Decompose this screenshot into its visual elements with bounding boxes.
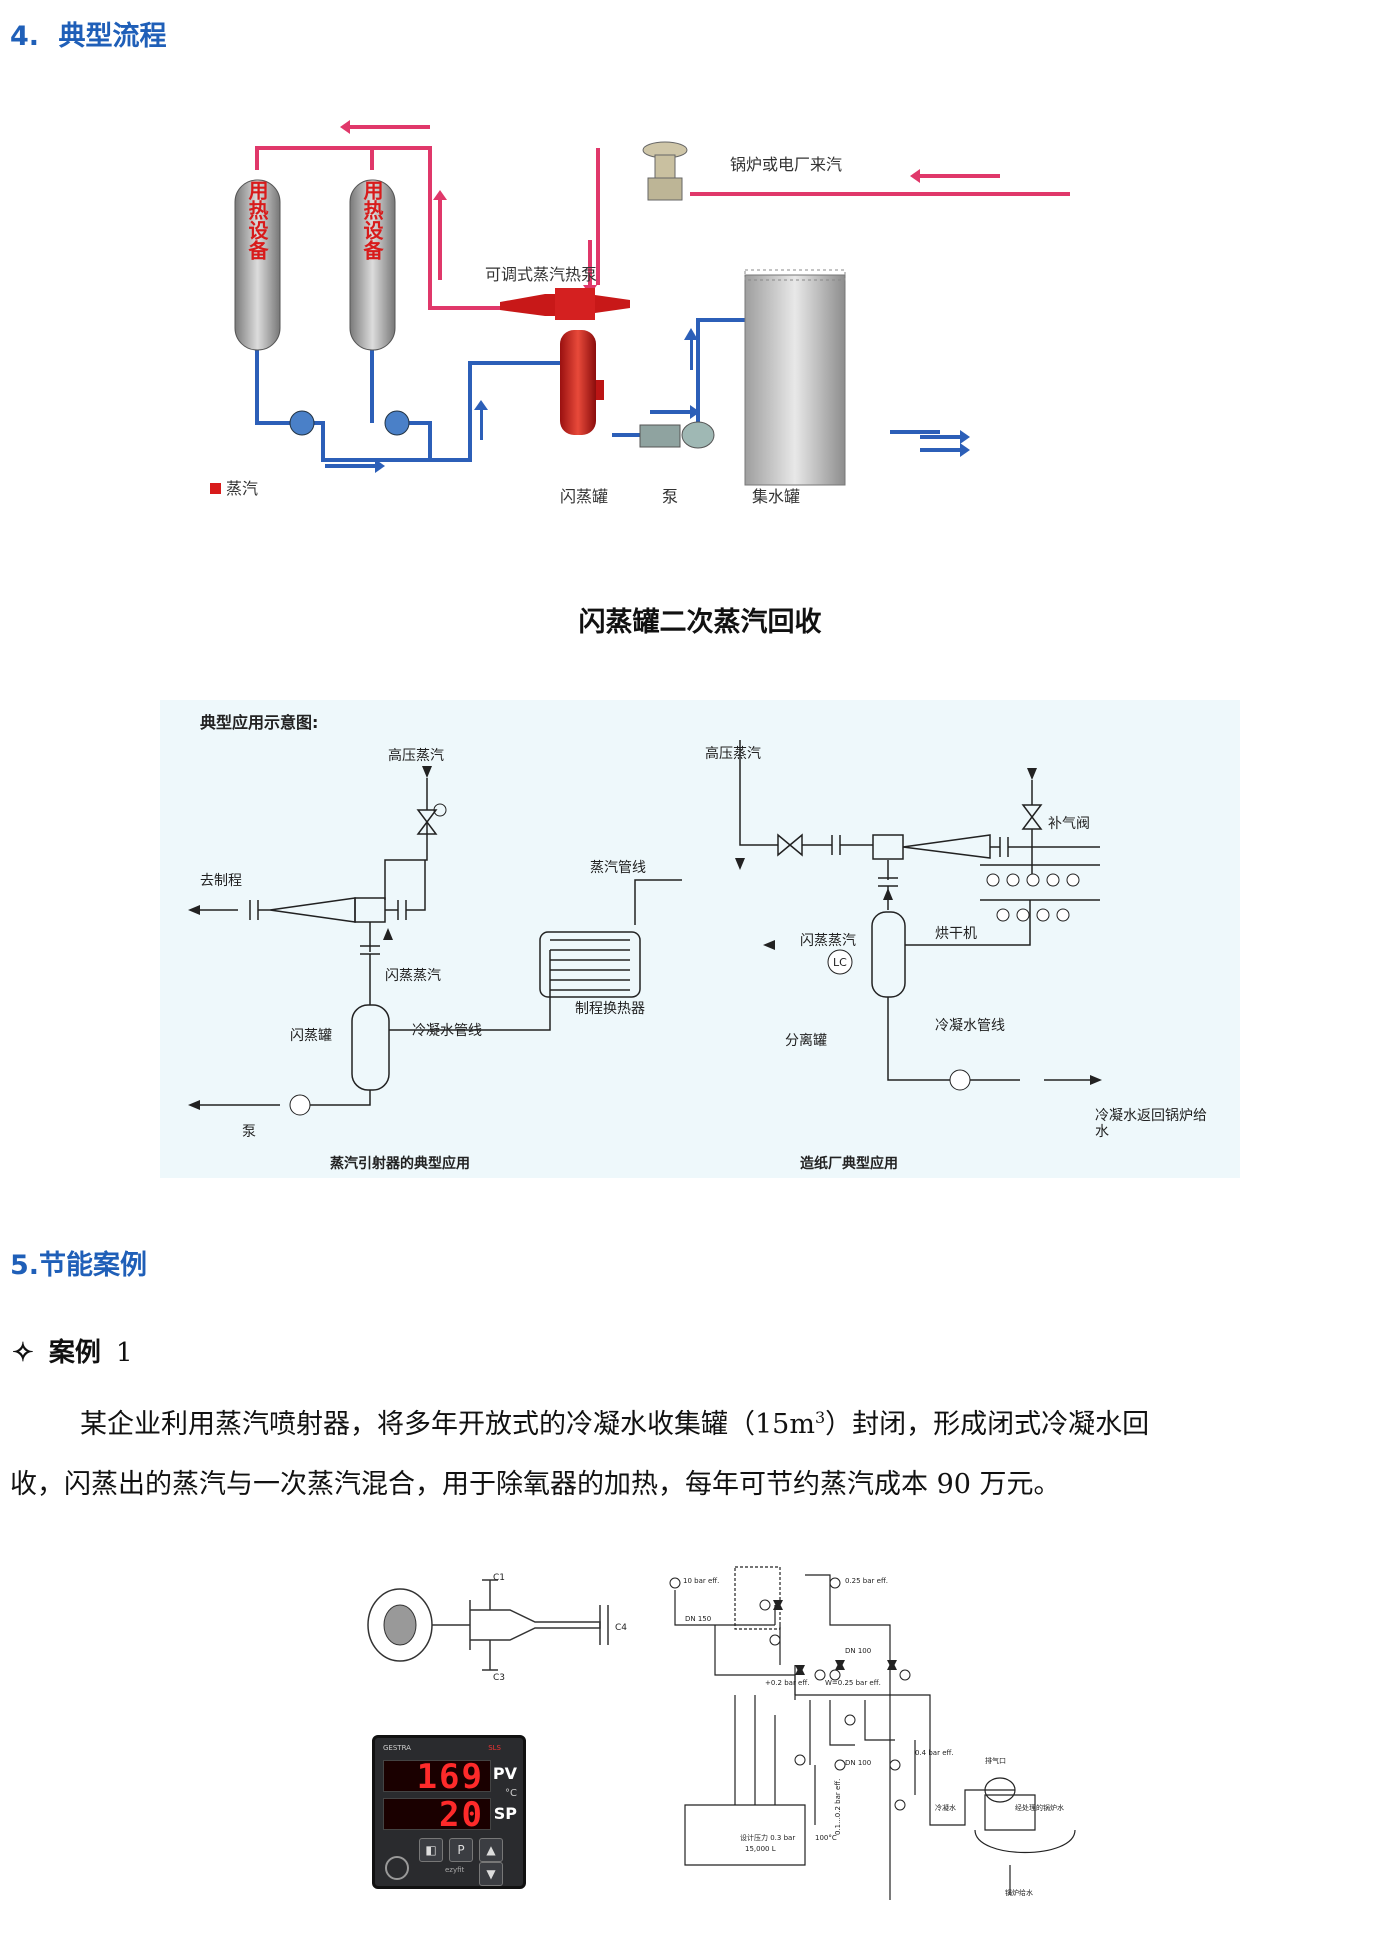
steam-trap-1-icon: [289, 410, 315, 436]
left-flash-steam-label: 闪蒸蒸汽: [385, 968, 441, 984]
ejector-c1-label: C1: [493, 1573, 505, 1583]
return-line-label: 冷凝水返回锅炉给: [1095, 1108, 1207, 1124]
para-line1-b: ）封闭，形成闭式冷凝水回: [825, 1409, 1150, 1440]
to-process-label: 去制程: [200, 873, 242, 889]
right-caption: 造纸厂典型应用: [800, 1155, 898, 1172]
case-1-paragraph: 某企业利用蒸汽喷射器，将多年开放式的冷凝水收集罐（15m3）封闭，形成闭式冷凝水…: [10, 1388, 1390, 1515]
controller-brand-left: GESTRA: [383, 1744, 411, 1752]
equipment-1-label: 用热设备: [245, 180, 269, 261]
pump-label: 泵: [662, 487, 678, 506]
pid-p2: 0.25 bar eff.: [845, 1577, 888, 1585]
controller-brand-right: SLS: [488, 1744, 501, 1752]
left-pump-icon: [289, 1094, 311, 1116]
para-line2: 收，闪蒸出的蒸汽与一次蒸汽混合，用于除氧器的加热，每年可节约蒸汽成本 90 万元…: [10, 1469, 1061, 1500]
ejector-c3-label: C3: [493, 1673, 505, 1680]
right-condensate-line-label: 冷凝水管线: [935, 1018, 1005, 1034]
actuator-icon: [433, 803, 447, 817]
sp-display: 20: [383, 1795, 491, 1835]
thermo-compressor-label: 可调式蒸汽热泵: [485, 265, 597, 284]
flash-tank-icon: [560, 330, 604, 435]
legend-steam-label: 蒸汽: [226, 479, 258, 498]
typical-application-diagram: 典型应用示意图:: [188, 713, 1207, 1172]
left-hp-steam-label: 高压蒸汽: [388, 747, 444, 764]
pid-diagram: 10 bar eff. 0.25 bar eff. DN 150 DN 100 …: [669, 1566, 1076, 1900]
controller-panel: GESTRA SLS 169 PV °C 20 SP ◧ P ▲ ▼ ezyfi…: [372, 1735, 526, 1889]
case-1-heading: ✧ 案例 1: [12, 1332, 132, 1369]
controller-button-down[interactable]: ▼: [479, 1862, 503, 1886]
legend-steam-swatch: [210, 483, 221, 494]
right-pump-icon: [949, 1069, 971, 1091]
lc-label: LC: [833, 956, 847, 969]
sp-label: SP: [493, 1804, 517, 1823]
figure-1-caption: 闪蒸罐二次蒸汽回收: [578, 607, 822, 638]
left-flash-tank-label: 闪蒸罐: [290, 1028, 332, 1044]
panel-heading: 典型应用示意图:: [200, 713, 318, 732]
steam-line-label: 蒸汽管线: [590, 860, 646, 876]
thermo-compressor-icon: [500, 288, 630, 320]
return-line-label-2: 水: [1095, 1124, 1109, 1140]
unit-label: °C: [505, 1788, 517, 1799]
pid-tank2: 15,000 L: [745, 1845, 776, 1853]
pv-value: 169: [416, 1757, 484, 1797]
controller-model: ezyfit: [445, 1866, 465, 1874]
collection-tank-label: 集水罐: [752, 487, 800, 506]
pid-p4: W=0.25 bar eff.: [825, 1679, 881, 1687]
steam-trap-2-icon: [384, 410, 410, 436]
pid-tank1: 设计压力 0.3 bar: [740, 1833, 795, 1842]
left-pump-label: 泵: [242, 1124, 256, 1140]
pid-treated: 经处理的锅炉水: [1015, 1803, 1064, 1812]
dryer-label: 烘干机: [935, 926, 977, 942]
controller-button-p[interactable]: P: [449, 1838, 473, 1862]
right-flash-steam-label: 闪蒸蒸汽: [800, 933, 856, 949]
case-number: 1: [115, 1338, 133, 1368]
boiler-label: 锅炉或电厂来汽: [730, 155, 842, 174]
para-sup: 3: [814, 1408, 826, 1427]
pv-label: PV: [492, 1764, 517, 1783]
heat-exchanger-label: 制程换热器: [575, 1000, 645, 1017]
left-condensate-line-label: 冷凝水管线: [412, 1023, 482, 1039]
pid-range: 0.1...0.2 bar eff.: [834, 1779, 842, 1835]
control-valve-icon: [642, 141, 688, 201]
pid-p1: 10 bar eff.: [683, 1577, 719, 1585]
case-title: 案例: [48, 1338, 101, 1368]
pid-dn100a: DN 100: [845, 1647, 871, 1655]
pid-cold-water: 冷凝水: [935, 1803, 956, 1812]
pid-p5: 0.4 bar eff.: [915, 1749, 954, 1757]
pump-icon: [639, 421, 715, 449]
left-caption: 蒸汽引射器的典型应用: [330, 1155, 470, 1172]
flash-tank-flow-diagram: 用热设备 用热设备 锅炉或电厂来汽 可调式蒸汽热泵 闪蒸罐 泵 集水罐 蒸汽: [210, 120, 1070, 506]
pid-dn100b: DN 100: [845, 1759, 871, 1767]
controller-dial-icon: [385, 1856, 409, 1880]
lc-icon: [827, 949, 853, 975]
ejector-c4-label: C4: [615, 1623, 627, 1633]
bullet-icon: ✧: [12, 1338, 34, 1368]
separator-label: 分离罐: [785, 1032, 827, 1049]
pid-vent: 排气口: [985, 1756, 1006, 1765]
section-4-heading: 4. 典型流程: [10, 14, 166, 53]
section-number: 4.: [10, 21, 40, 52]
right-hp-steam-label: 高压蒸汽: [705, 745, 761, 762]
para-line1-a: 某企业利用蒸汽喷射器，将多年开放式的冷凝水收集罐（15m: [80, 1409, 815, 1440]
pid-temp: 100°C: [815, 1834, 837, 1842]
equipment-2-label: 用热设备: [360, 180, 384, 261]
pid-dn150: DN 150: [685, 1615, 711, 1623]
flash-tank-label: 闪蒸罐: [560, 487, 608, 506]
pv-display: 169: [383, 1757, 491, 1797]
sp-value: 20: [439, 1795, 484, 1835]
pid-p3: +0.2 bar eff.: [765, 1679, 809, 1687]
section-5-heading: 5.节能案例: [10, 1243, 147, 1282]
section-title: 节能案例: [39, 1250, 148, 1281]
heating-equipment-2: [349, 179, 396, 351]
controller-button-a[interactable]: ◧: [419, 1838, 443, 1862]
section-title: 典型流程: [58, 21, 167, 52]
heating-equipment-1: [234, 179, 281, 351]
collection-tank-icon: [744, 269, 846, 486]
typical-application-panel: [160, 700, 1240, 1178]
makeup-valve-label: 补气阀: [1048, 816, 1090, 832]
ejector-drawing: C1 C3 C4: [367, 1573, 627, 1680]
pid-feed: 锅炉给水: [1005, 1888, 1033, 1897]
controller-button-up[interactable]: ▲: [479, 1838, 503, 1862]
section-number: 5.: [10, 1250, 40, 1281]
